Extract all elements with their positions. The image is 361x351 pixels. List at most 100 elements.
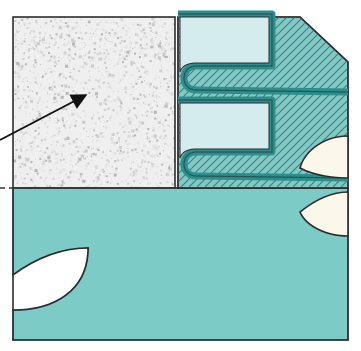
speckle-dot	[108, 52, 110, 54]
speckle-dot	[42, 160, 45, 163]
speckle-dot	[90, 152, 94, 156]
speckle-dot	[96, 96, 98, 98]
speckle-dot	[48, 43, 50, 45]
speckle-dot	[121, 19, 124, 22]
speckle-dot	[66, 120, 67, 122]
speckle-dot	[40, 176, 42, 178]
speckle-dot	[66, 24, 70, 28]
speckle-dot	[97, 102, 99, 104]
speckle-dot	[162, 177, 164, 179]
speckle-dot	[156, 150, 158, 152]
speckle-dot	[62, 22, 64, 23]
speckle-dot	[154, 54, 157, 57]
speckle-dot	[53, 96, 57, 100]
speckle-dot	[118, 115, 120, 117]
speckle-dot	[60, 95, 64, 99]
speckle-dot	[162, 54, 165, 57]
speckle-dot	[128, 109, 131, 112]
speckle-dot	[56, 100, 59, 103]
speckle-dot	[47, 115, 50, 118]
speckle-dot	[156, 104, 159, 107]
speckle-dot	[58, 56, 60, 58]
speckle-dot	[103, 36, 106, 39]
speckle-dot	[117, 96, 120, 98]
speckle-dot	[51, 57, 53, 59]
speckle-dot	[14, 60, 18, 64]
speckle-dot	[63, 43, 65, 45]
speckle-dot	[152, 144, 156, 148]
speckle-dot	[159, 35, 161, 37]
speckle-dot	[28, 131, 30, 133]
speckle-dot	[81, 102, 84, 105]
speckle-dot	[149, 60, 152, 63]
speckle-dot	[144, 53, 148, 57]
speckle-dot	[23, 78, 25, 79]
speckle-dot	[27, 49, 30, 52]
speckle-dot	[139, 96, 141, 98]
speckle-dot	[149, 182, 151, 184]
speckle-dot	[113, 32, 117, 35]
speckle-dot	[159, 58, 161, 61]
speckle-dot	[132, 161, 134, 163]
speckle-dot	[107, 39, 109, 41]
speckle-dot	[110, 115, 112, 117]
speckle-dot	[36, 110, 38, 112]
speckle-dot	[34, 169, 38, 172]
speckle-dot	[14, 45, 17, 48]
speckle-dot	[107, 95, 110, 98]
speckle-dot	[27, 105, 29, 107]
speckle-dot	[125, 30, 128, 33]
speckle-dot	[65, 91, 69, 95]
speckle-dot	[30, 145, 33, 148]
speckle-dot	[53, 61, 56, 64]
speckle-dot	[139, 121, 141, 123]
speckle-dot	[66, 140, 67, 142]
speckle-dot	[26, 173, 29, 175]
speckle-dot	[159, 53, 161, 55]
speckle-dot	[40, 143, 41, 144]
speckle-dot	[44, 23, 46, 25]
speckle-dot	[134, 80, 136, 82]
speckle-dot	[120, 152, 121, 154]
speckle-dot	[88, 96, 90, 98]
speckle-dot	[160, 119, 161, 121]
speckle-dot	[85, 164, 88, 167]
speckle-dot	[144, 71, 147, 74]
speckle-dot	[74, 53, 77, 56]
speckle-dot	[111, 133, 115, 136]
speckle-dot	[126, 31, 129, 34]
speckle-dot	[83, 61, 86, 64]
speckle-dot	[171, 181, 173, 183]
speckle-dot	[21, 66, 24, 69]
speckle-dot	[119, 36, 121, 38]
speckle-dot	[36, 105, 38, 108]
speckle-dot	[87, 156, 88, 157]
speckle-dot	[162, 45, 164, 47]
speckle-dot	[48, 111, 51, 113]
speckle-dot	[54, 37, 56, 40]
speckle-dot	[69, 43, 71, 45]
speckle-dot	[61, 182, 64, 185]
speckle-dot	[32, 46, 35, 49]
speckle-dot	[90, 155, 92, 157]
speckle-dot	[117, 97, 121, 101]
speckle-dot	[30, 134, 31, 136]
speckle-dot	[130, 60, 134, 64]
speckle-dot	[104, 30, 107, 33]
speckle-dot	[61, 72, 64, 75]
speckle-dot	[129, 122, 131, 125]
speckle-dot	[32, 108, 34, 110]
speckle-dot	[125, 168, 127, 170]
speckle-dot	[88, 56, 91, 59]
speckle-dot	[55, 157, 57, 160]
speckle-dot	[156, 101, 158, 103]
speckle-dot	[23, 163, 27, 167]
speckle-dot	[144, 27, 146, 29]
speckle-dot	[21, 177, 23, 179]
speckle-dot	[77, 37, 80, 39]
speckle-dot	[19, 26, 21, 28]
speckle-dot	[15, 144, 17, 146]
speckle-dot	[76, 25, 78, 27]
speckle-dot	[68, 116, 70, 118]
speckle-dot	[104, 38, 107, 41]
